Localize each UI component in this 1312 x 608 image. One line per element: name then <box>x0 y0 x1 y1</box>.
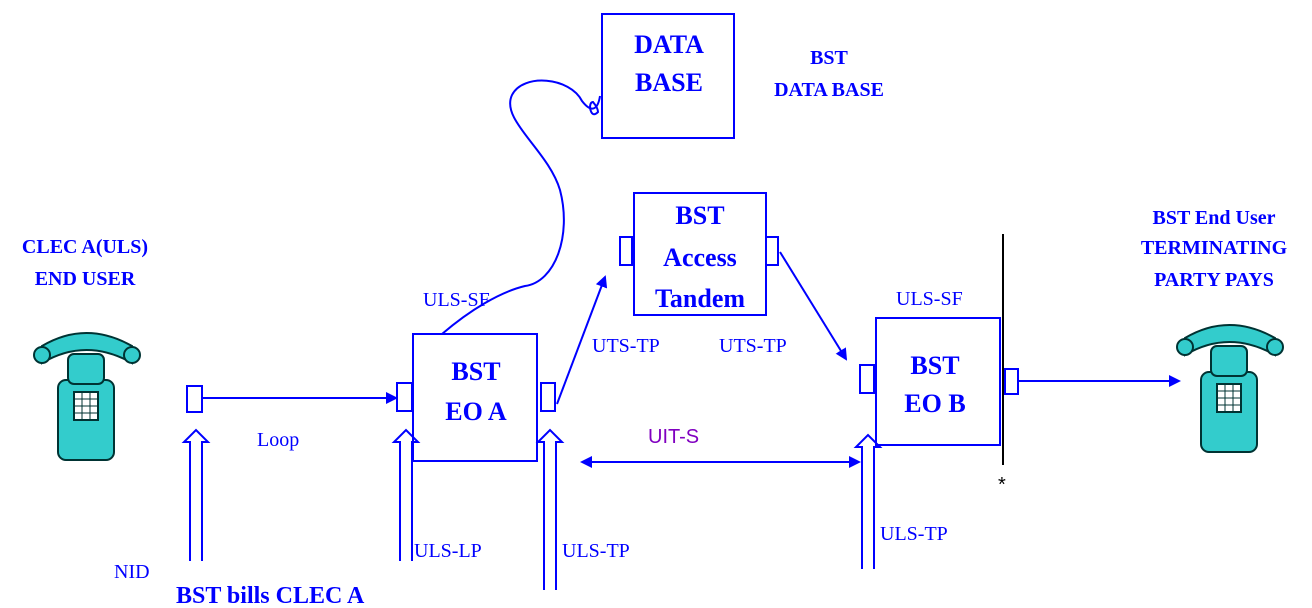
uit-s-label: UIT-S <box>648 426 699 448</box>
database-caption-line2: DATA BASE <box>774 79 884 101</box>
nid-label: NID <box>114 561 150 583</box>
clec-end-user-label: CLEC A(ULS) END USER <box>22 236 148 290</box>
bst-end-user-line3: PARTY PAYS <box>1154 269 1274 291</box>
access-tandem-box: BST Access Tandem <box>633 192 767 316</box>
nid-reference-arrow <box>181 428 211 561</box>
clec-end-user-line1: CLEC A(ULS) <box>22 236 148 258</box>
bst-end-user-line1: BST End User <box>1152 207 1275 229</box>
eo-b-line-port <box>1004 368 1019 395</box>
tandem-label-line1: BST <box>675 201 724 230</box>
bst-end-user-line2: TERMINATING <box>1141 237 1288 259</box>
link-labels: ULS-SF ULS-SF UTS-TP UTS-TP Loop UIT-S N… <box>114 288 1006 608</box>
ports <box>186 236 1019 413</box>
billing-note: BST bills CLEC A <box>176 583 365 608</box>
tandem-label-line3: Tandem <box>655 284 745 313</box>
eo-a-to-tandem-arrow <box>556 275 608 405</box>
eo-b-label-line1: BST <box>910 351 959 380</box>
end-office-a-box: BST EO A <box>412 333 538 462</box>
eo-a-label-line2: EO A <box>445 397 507 426</box>
loop-label: Loop <box>257 429 299 451</box>
uls-lp-label: ULS-LP <box>414 540 482 562</box>
right-telephone-icon <box>1176 324 1284 453</box>
uls-tp-right-reference-arrow <box>853 433 883 569</box>
uls-tp-right-label: ULS-TP <box>880 523 948 545</box>
boundary-asterisk: * <box>998 474 1006 496</box>
tandem-right-port <box>765 236 779 266</box>
uts-tp-left-label: UTS-TP <box>592 335 660 357</box>
database-box: DATA BASE <box>601 13 735 139</box>
uls-sf-right-label: ULS-SF <box>896 288 963 310</box>
eo-a-line-port <box>396 382 413 412</box>
database-query-link <box>441 79 601 335</box>
eo-a-label-line1: BST <box>451 357 500 386</box>
bst-end-user-label: BST End User TERMINATING PARTY PAYS <box>1141 207 1288 291</box>
eo-b-trunk-port <box>859 364 875 394</box>
database-caption-line1: BST <box>810 47 848 69</box>
tandem-left-port <box>619 236 633 266</box>
eo-b-label-line2: EO B <box>904 389 965 418</box>
database-box-label-line2: BASE <box>635 68 703 97</box>
database-box-label-line1: DATA <box>634 30 704 59</box>
uls-tp-left-label: ULS-TP <box>562 540 630 562</box>
tandem-label-line2: Access <box>663 243 737 272</box>
connections <box>202 79 1181 468</box>
eo-a-trunk-port <box>540 382 556 412</box>
tandem-to-eo-b-arrow <box>779 251 848 361</box>
vertical-reference-arrows <box>181 428 883 590</box>
uls-tp-left-reference-arrow <box>535 428 565 590</box>
uls-lp-reference-arrow <box>391 428 421 561</box>
left-telephone-icon <box>33 332 141 461</box>
uls-sf-left-label: ULS-SF <box>423 289 490 311</box>
database-caption: BST DATA BASE <box>774 47 884 101</box>
database-query-connector <box>588 100 600 116</box>
end-office-b-box: BST EO B <box>875 317 1001 446</box>
uts-tp-right-label: UTS-TP <box>719 335 787 357</box>
clec-end-user-line2: END USER <box>35 268 136 290</box>
nid-port <box>186 385 203 413</box>
